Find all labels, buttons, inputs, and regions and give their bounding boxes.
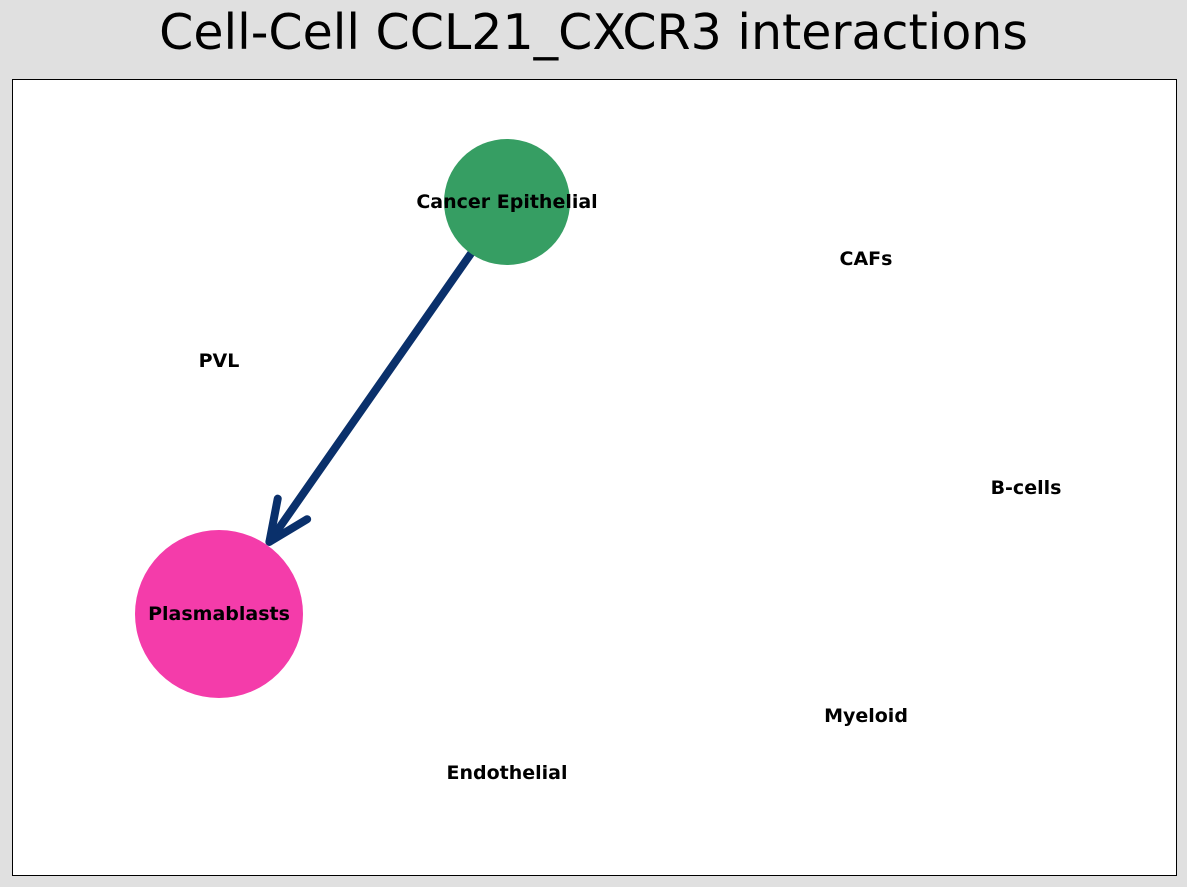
node-label: B-cells	[991, 477, 1062, 499]
node-label: Cancer Epithelial	[416, 191, 597, 213]
arrowhead-icon	[265, 494, 312, 546]
node-cafs: CAFs	[840, 248, 893, 270]
node-pvl: PVL	[199, 350, 240, 372]
node-label: Endothelial	[446, 762, 567, 784]
node-label: PVL	[199, 350, 240, 372]
node-circle	[444, 139, 570, 265]
node-label: Plasmablasts	[148, 603, 290, 625]
node-label: Myeloid	[824, 705, 908, 727]
network-panel	[12, 79, 1177, 876]
edge-line	[265, 247, 477, 546]
node-circle	[135, 530, 303, 698]
edge-cancer-epithelial-to-plasmablasts	[265, 247, 477, 546]
node-b-cells: B-cells	[991, 477, 1062, 499]
node-myeloid: Myeloid	[824, 705, 908, 727]
node-cancer-epithelial: Cancer Epithelial	[416, 139, 598, 265]
node-label: CAFs	[840, 248, 893, 270]
chart-title: Cell-Cell CCL21_CXCR3 interactions	[159, 4, 1028, 61]
node-plasmablasts: Plasmablasts	[135, 530, 303, 698]
node-endothelial: Endothelial	[446, 762, 567, 784]
